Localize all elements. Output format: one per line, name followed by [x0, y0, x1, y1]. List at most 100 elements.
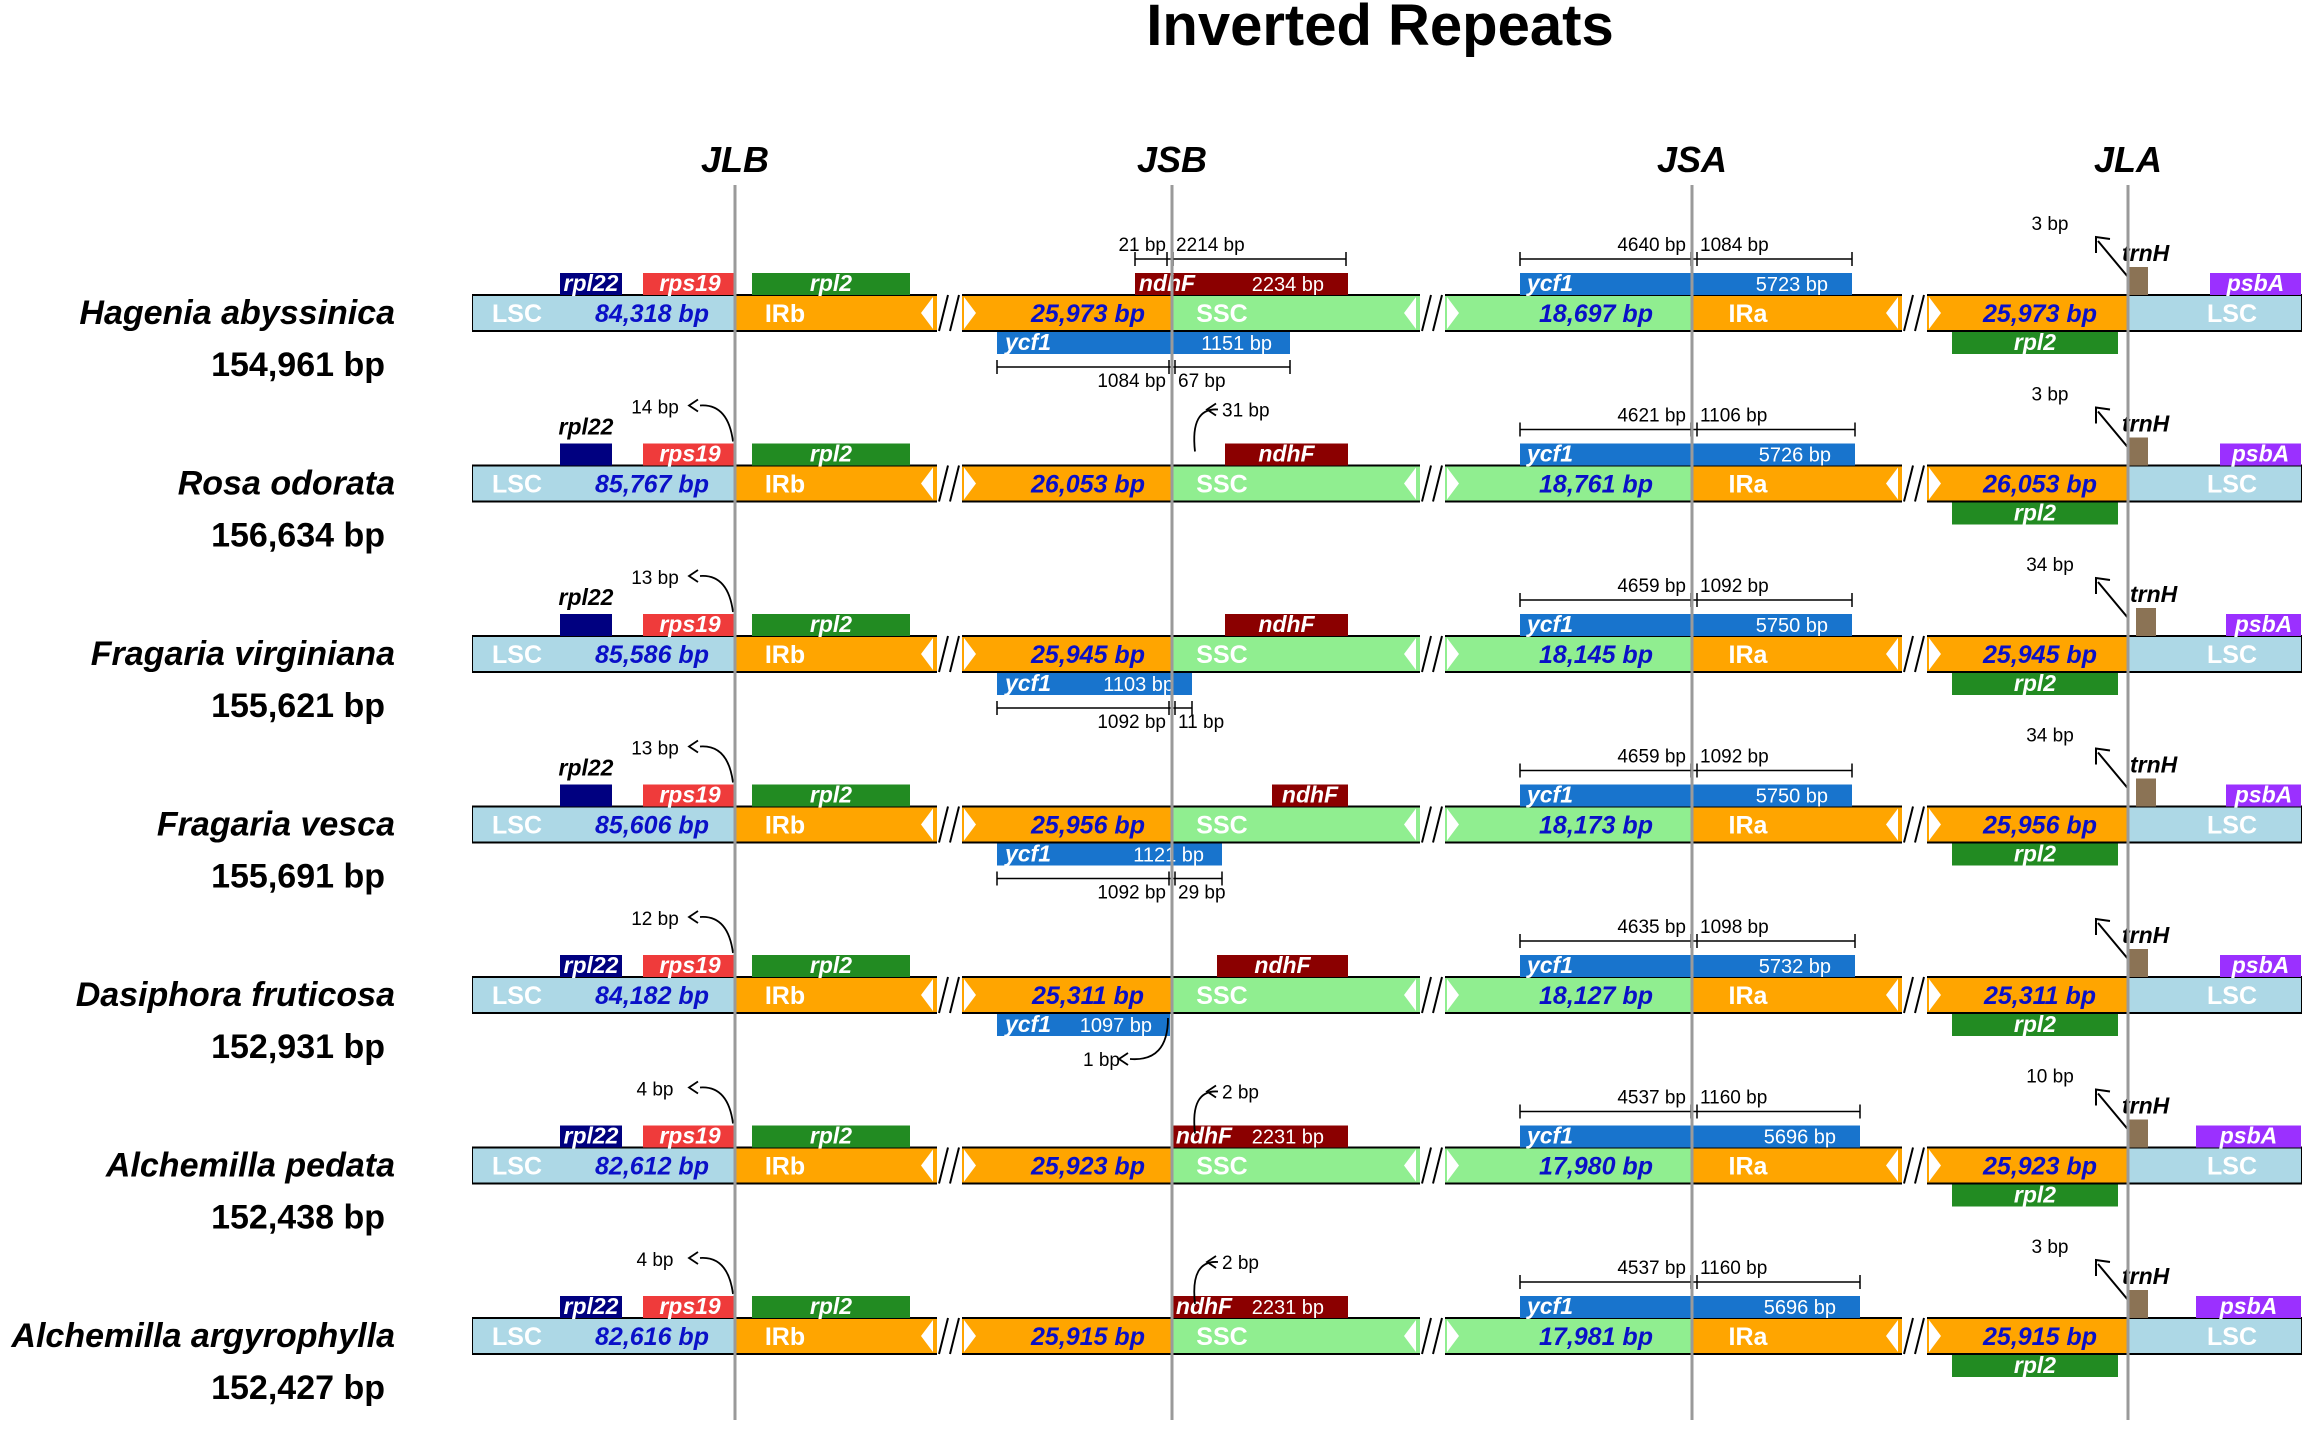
scale-break-ssc — [1421, 635, 1443, 673]
region-label-lsc: LSC — [492, 300, 542, 328]
region-label-ssc: SSC — [1196, 471, 1247, 499]
gene-length-ycf1-jsa: 5723 bp — [1756, 274, 1828, 296]
ycf1-jsa-span-bracket — [1519, 252, 1853, 266]
region-label-lsc-right: LSC — [2207, 1153, 2257, 1181]
region-label-lsc-right: LSC — [2207, 300, 2257, 328]
region-length-ira: 25,956 bp — [1982, 812, 2097, 840]
region-label-lsc: LSC — [492, 1323, 542, 1351]
scale-break-irb-a — [938, 1147, 949, 1184]
gene-label-ycf1-jsa: ycf1 — [1526, 782, 1573, 808]
gene-ndhf — [1172, 1125, 1348, 1148]
scale-break-ira-a — [1903, 294, 1914, 332]
irb-direction-marker-right — [964, 1320, 976, 1352]
ira-direction-marker-right — [1929, 297, 1941, 329]
scale-break-ssc — [1421, 465, 1443, 502]
gene-label-rpl22: rpl22 — [559, 584, 614, 610]
ira-direction-marker — [1886, 638, 1898, 670]
gene-label-rps19: rps19 — [659, 611, 721, 637]
gene-label-rps19: rps19 — [659, 441, 721, 467]
region-lsc-right — [2128, 978, 2301, 1012]
irb-direction-marker-right — [964, 467, 976, 500]
ira-direction-marker — [1886, 979, 1898, 1011]
ycf1-irb-span-bracket — [996, 701, 1193, 715]
gene-psba — [2210, 273, 2301, 295]
gene-label-psba: psbA — [2234, 611, 2293, 637]
trnh-direction-line — [2097, 751, 2129, 790]
region-label-ira: IRa — [1729, 982, 1769, 1010]
gene-rpl22 — [560, 273, 622, 295]
species-name: Alchemilla pedata — [105, 1147, 395, 1185]
gene-ndhf — [1135, 273, 1348, 295]
ndhf-distance-arrow — [1193, 1255, 1219, 1305]
rps19-distance-arrow-curve — [699, 575, 734, 613]
trnh-distance-label: 3 bp — [2032, 385, 2069, 406]
rps19-distance-arrow-curve — [699, 745, 734, 783]
gene-label-rpl22: rpl22 — [559, 755, 614, 781]
gene-label-ndhf: ndhF — [1139, 270, 1196, 296]
ycf1-jsa-distance-right: 1160 bp — [1700, 1258, 1767, 1279]
scale-break-irb-b — [949, 1317, 960, 1355]
gene-trnh — [2128, 267, 2148, 295]
gene-rps19 — [643, 955, 735, 977]
gene-label-psba: psbA — [2219, 1123, 2278, 1149]
ycf1-irb-distance-left: 1092 bp — [1097, 883, 1166, 904]
scale-break-ssc-b — [1432, 294, 1443, 332]
region-lsc-right — [2128, 637, 2301, 671]
region-ssc-left — [1172, 466, 1420, 501]
gene-length-ycf1-jsa: 5750 bp — [1756, 615, 1828, 637]
scale-break-ssc — [1421, 294, 1443, 332]
scale-break-ira-b — [1914, 635, 1925, 673]
scale-break-ssc-a — [1421, 294, 1432, 332]
scale-break-irb-b — [949, 465, 960, 502]
ycf1-jsa-distance-left: 4621 bp — [1617, 406, 1686, 427]
region-ira-right — [1927, 807, 2128, 842]
gene-length-ndhf: 2231 bp — [1252, 1297, 1324, 1319]
region-length-ira: 25,311 bp — [1983, 982, 2096, 1010]
genome-size: 156,634 bp — [211, 517, 385, 555]
scale-break-ira-b — [1914, 465, 1925, 502]
ndhf-distance-arrow — [1193, 1084, 1219, 1134]
region-lsc-left — [473, 637, 735, 671]
ndhf-distance-arrow-curve — [1193, 1090, 1219, 1134]
gene-label-ycf1-irb: ycf1 — [1004, 841, 1051, 867]
gene-label-ndhf: ndhF — [1282, 782, 1339, 808]
scale-break-ssc-b — [1432, 1317, 1443, 1355]
gene-rpl22 — [560, 1125, 622, 1148]
region-lsc-left — [473, 466, 735, 501]
gene-length-ndhf: 2231 bp — [1252, 1127, 1324, 1149]
rps19-distance-arrow-head — [687, 910, 699, 924]
gene-label-trnh: trnH — [2122, 922, 2170, 948]
gene-label-rps19: rps19 — [659, 270, 721, 296]
genome-size: 155,691 bp — [211, 858, 385, 896]
ycf1-jsa-span-bracket — [1519, 763, 1853, 778]
species-name: Rosa odorata — [178, 465, 395, 503]
region-irb-left — [735, 466, 937, 501]
junction-label-jsb: JSB — [1137, 139, 1207, 180]
genome-size: 152,438 bp — [211, 1199, 385, 1237]
scale-break-ssc-b — [1432, 806, 1443, 843]
region-ira-right — [1927, 637, 2128, 671]
ycf1-jsa-distance-left: 4640 bp — [1617, 235, 1686, 256]
gene-rps19 — [643, 1296, 735, 1318]
region-label-ssc: SSC — [1196, 1323, 1247, 1351]
ndhf-distance-left: 21 bp — [1118, 235, 1166, 256]
region-length-irb: 25,923 bp — [1030, 1153, 1145, 1181]
region-length-lsc: 82,616 bp — [595, 1323, 709, 1351]
gene-ycf1-jsa — [1520, 273, 1852, 295]
gene-trnh — [2128, 949, 2148, 977]
rps19-distance-arrow-curve — [699, 1086, 734, 1124]
ycf1-jsa-span-bracket — [1519, 1275, 1861, 1289]
scale-break-ira-b — [1914, 1147, 1925, 1184]
rps19-distance-arrow-curve — [699, 404, 734, 442]
irb-direction-marker — [921, 808, 933, 841]
ycf1-irb-distance-left: 1092 bp — [1097, 712, 1166, 733]
gene-rpl2-irb — [752, 614, 910, 636]
gene-rpl2-ira — [1952, 1355, 2118, 1377]
gene-label-rpl22: rpl22 — [564, 952, 619, 978]
gene-label-ycf1-jsa: ycf1 — [1526, 1123, 1573, 1149]
ndhf-distance-label: 2 bp — [1222, 1253, 1259, 1274]
scale-break-irb-b — [949, 976, 960, 1014]
gene-label-rpl2-ira: rpl2 — [2014, 1352, 2056, 1378]
